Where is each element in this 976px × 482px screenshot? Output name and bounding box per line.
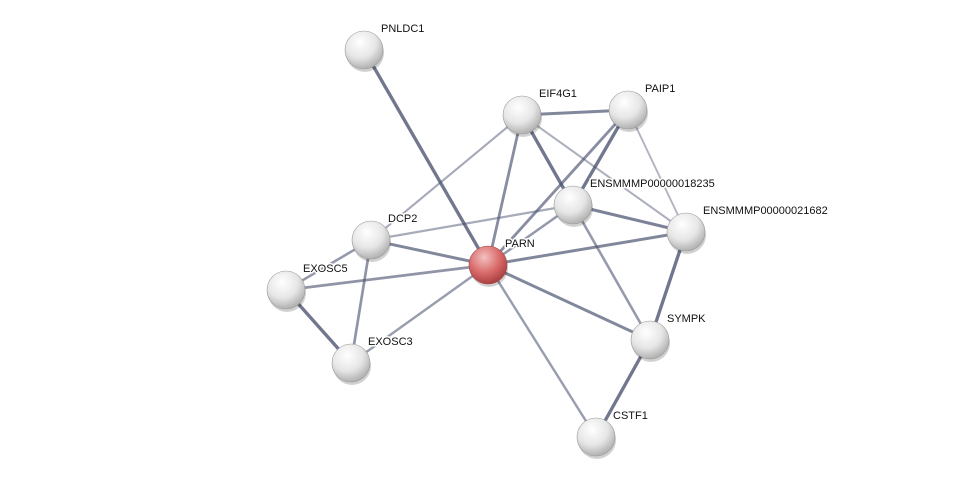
node-label: CSTF1	[613, 410, 648, 422]
edge-ensmmmp00000018235-sympk[interactable]	[571, 204, 652, 341]
edge-eif4g1-parn[interactable]	[486, 114, 524, 266]
edge-parn-cstf1[interactable]	[486, 264, 598, 438]
node-sphere[interactable]	[331, 343, 371, 383]
edge-ensmmmp00000018235-dcp2[interactable]	[370, 203, 574, 242]
node-sphere[interactable]	[608, 90, 648, 130]
node-exosc5[interactable]: EXOSC5	[266, 262, 349, 312]
node-label: PAIP1	[645, 83, 675, 95]
edge-parn-sympk[interactable]	[487, 263, 651, 342]
node-sphere[interactable]	[502, 95, 542, 135]
edge-exosc3-parn[interactable]	[350, 264, 489, 364]
node-label: SYMPK	[667, 313, 706, 325]
node-sphere[interactable]	[630, 320, 670, 360]
node-label: EXOSC3	[368, 336, 413, 348]
node-sphere[interactable]	[351, 220, 391, 260]
node-cstf1[interactable]: CSTF1	[576, 409, 649, 459]
node-label: DCP2	[388, 213, 417, 225]
node-exosc3[interactable]: EXOSC3	[331, 335, 414, 385]
node-paip1[interactable]: PAIP1	[608, 82, 677, 132]
node-sympk[interactable]: SYMPK	[630, 312, 708, 362]
edge-eif4g1-ensmmmp00000021682[interactable]	[521, 114, 687, 233]
edge-pnldc1-parn[interactable]	[362, 49, 490, 266]
node-sphere[interactable]	[266, 270, 306, 310]
node-sphere[interactable]	[468, 245, 508, 285]
node-sphere[interactable]	[666, 212, 706, 252]
node-sphere[interactable]	[553, 185, 593, 225]
node-sphere[interactable]	[576, 417, 616, 457]
node-label: PNLDC1	[381, 23, 424, 35]
node-label: EIF4G1	[539, 88, 577, 100]
node-dcp2[interactable]: DCP2	[351, 212, 419, 262]
edge-ensmmmp00000018235-ensmmmp00000021682[interactable]	[572, 203, 687, 234]
node-ensmmmp00000021682[interactable]: ENSMMMP00000021682	[666, 204, 829, 254]
node-eif4g1[interactable]: EIF4G1	[502, 87, 578, 137]
edge-dcp2-parn[interactable]	[370, 238, 489, 267]
node-label: PARN	[505, 238, 535, 250]
edge-exosc5-parn[interactable]	[285, 263, 489, 292]
node-label: ENSMMMP00000021682	[703, 205, 828, 217]
node-sphere[interactable]	[344, 30, 384, 70]
node-label: EXOSC5	[303, 263, 348, 275]
edge-dcp2-exosc3[interactable]	[349, 239, 373, 364]
node-ensmmmp00000018235[interactable]: ENSMMMP00000018235	[553, 177, 716, 227]
edge-paip1-parn[interactable]	[486, 109, 630, 266]
edge-paip1-ensmmmp00000021682[interactable]	[627, 109, 687, 233]
node-pnldc1[interactable]: PNLDC1	[344, 22, 426, 72]
node-parn[interactable]: PARN	[468, 237, 536, 287]
edge-eif4g1-dcp2[interactable]	[370, 114, 523, 241]
edge-ensmmmp00000021682-parn[interactable]	[487, 230, 687, 267]
node-label: ENSMMMP00000018235	[590, 178, 715, 190]
